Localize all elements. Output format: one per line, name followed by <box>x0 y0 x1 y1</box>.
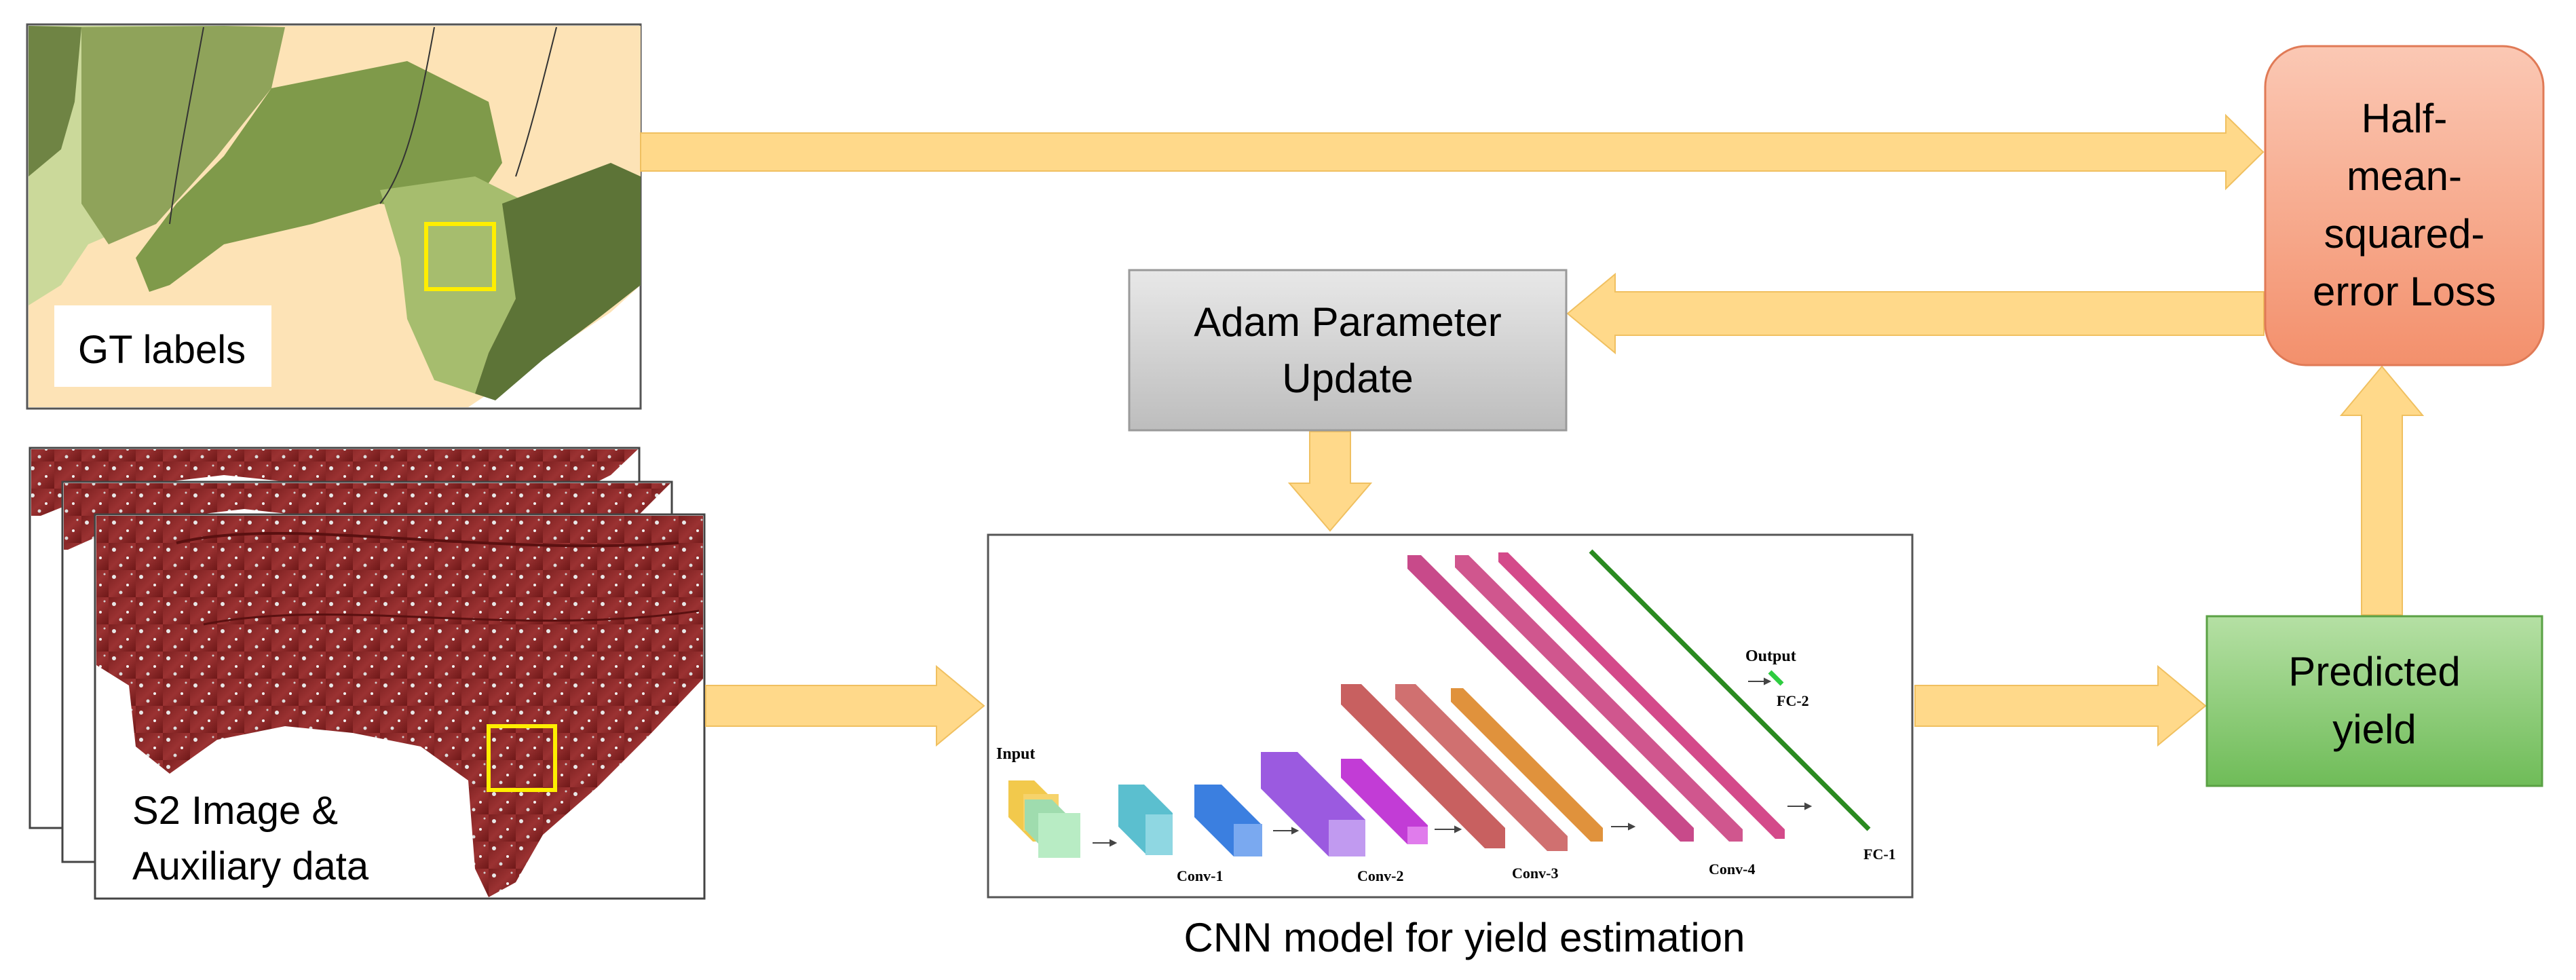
adam-label-line1: Adam Parameter <box>1194 299 1502 345</box>
predicted-label-line2: yield <box>2332 706 2416 752</box>
cnn-conv3-blocks <box>1341 684 1603 851</box>
arrow-predicted-to-loss <box>2339 365 2425 616</box>
arrows <box>640 113 2425 747</box>
gt-highlight-box <box>424 222 496 291</box>
gt-labels-text: GT labels <box>78 328 246 372</box>
s2-label-line2: Auxiliary data <box>132 844 369 888</box>
cnn-conv4-blocks <box>1407 552 1785 842</box>
loss-label-line2: mean- <box>2347 153 2462 199</box>
s2-image-stack: S2 Image & Auxiliary data <box>29 447 706 900</box>
cnn-label-conv1: Conv-1 <box>1177 867 1223 884</box>
cnn-label-output: Output <box>1745 647 1796 665</box>
arrow-gt-to-loss <box>640 113 2265 191</box>
predicted-label-line1: Predicted <box>2288 649 2460 694</box>
s2-highlight-box <box>487 724 557 792</box>
cnn-conv2-blocks <box>1261 752 1428 856</box>
predicted-yield-box: Predicted yield <box>2205 615 2543 787</box>
cnn-label-fc1: FC-1 <box>1863 846 1896 863</box>
s2-label-line1: S2 Image & <box>132 789 338 833</box>
loss-box: Half- mean- squared- error Loss <box>2264 45 2545 366</box>
loss-label-line4: error Loss <box>2313 269 2496 314</box>
loss-label-line1: Half- <box>2362 96 2448 141</box>
gt-labels-panel: GT labels <box>26 23 642 410</box>
adam-update-box: Adam Parameter Update <box>1128 269 1568 432</box>
arrow-s2-to-cnn <box>705 664 985 747</box>
cnn-label-input: Input <box>996 745 1035 763</box>
cnn-label-fc2: FC-2 <box>1777 692 1809 709</box>
adam-label-line2: Update <box>1282 356 1413 401</box>
cnn-layer-arrows <box>1093 677 1813 847</box>
cnn-label-conv3: Conv-3 <box>1512 865 1558 882</box>
cnn-label-conv4: Conv-4 <box>1709 861 1755 878</box>
arrow-adam-to-cnn <box>1287 431 1373 532</box>
cnn-fc2-line <box>1768 670 1784 686</box>
cnn-model-panel: Input Conv-1 Conv-2 Conv-3 Conv-4 FC-1 F… <box>987 533 1914 899</box>
cnn-caption: CNN model for yield estimation <box>1184 915 1745 960</box>
cnn-input-block <box>1008 780 1080 858</box>
cnn-label-conv2: Conv-2 <box>1357 867 1403 884</box>
cnn-conv1-blocks <box>1118 785 1262 856</box>
arrow-loss-to-adam <box>1566 272 2265 355</box>
loss-label-line3: squared- <box>2324 211 2485 257</box>
arrow-cnn-to-predicted <box>1914 664 2207 747</box>
cnn-fc1-line <box>1589 549 1871 831</box>
